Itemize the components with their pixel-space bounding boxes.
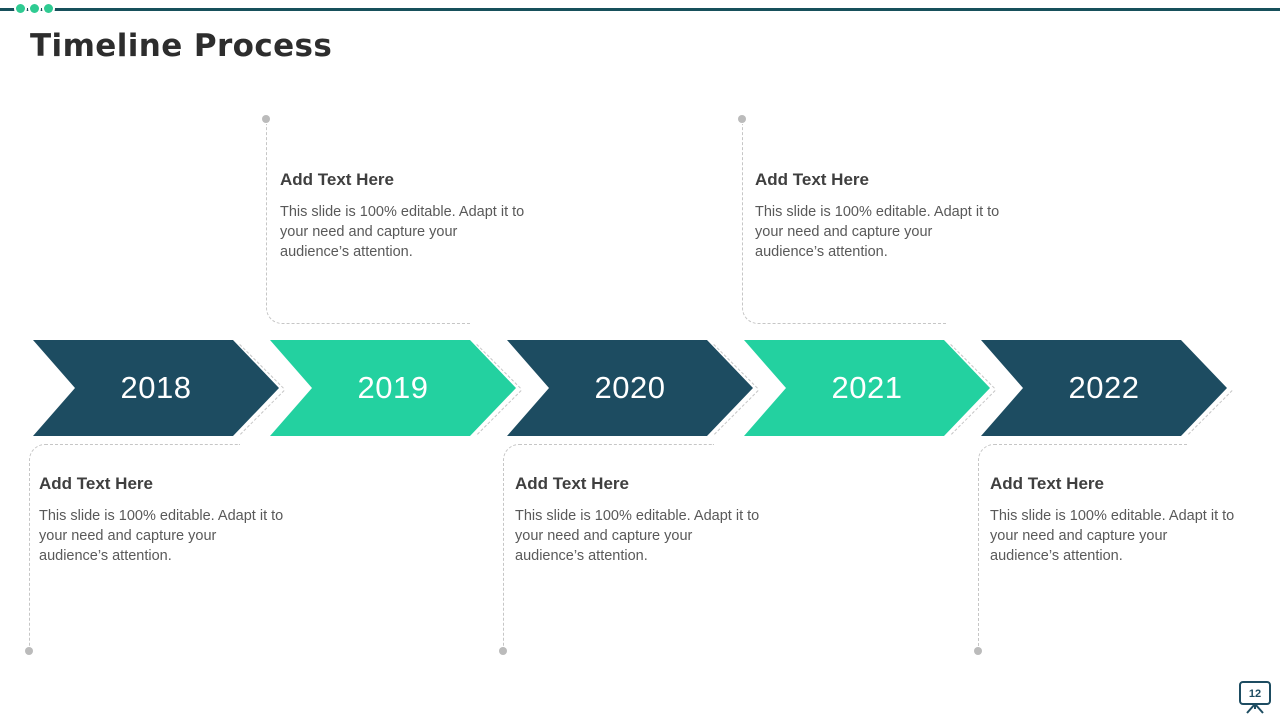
connector-dot bbox=[499, 647, 507, 655]
callout-heading: Add Text Here bbox=[990, 474, 1104, 493]
callout-text-bottom-2022: Add Text Here This slide is 100% editabl… bbox=[990, 474, 1252, 566]
callout-body-line: your need and capture your bbox=[515, 528, 693, 544]
callout-body-line: This slide is 100% editable. Adapt it to bbox=[990, 508, 1235, 524]
callout-text-bottom-2020: Add Text Here This slide is 100% editabl… bbox=[515, 474, 777, 566]
callout-frame-bottom-2018 bbox=[29, 444, 240, 649]
callout-frame-bottom-2020 bbox=[503, 444, 714, 649]
callout-frame-top-2021 bbox=[742, 124, 947, 324]
callout-text-top-2021: Add Text Here This slide is 100% editabl… bbox=[755, 170, 1017, 262]
timeline-arrow-2022: 2022 bbox=[981, 340, 1227, 436]
year-label: 2019 bbox=[357, 370, 429, 405]
connector-dot bbox=[738, 115, 746, 123]
callout-frame-top-2019 bbox=[266, 124, 471, 324]
timeline-arrow-2021: 2021 bbox=[744, 340, 990, 436]
top-accent-dot bbox=[44, 4, 53, 13]
callout-body-line: audience’s attention. bbox=[515, 548, 648, 564]
timeline-arrow-2018: 2018 bbox=[33, 340, 279, 436]
callout-body-line: your need and capture your bbox=[755, 224, 933, 240]
top-accent-dot bbox=[30, 4, 39, 13]
top-accent-dot bbox=[16, 4, 25, 13]
callout-body-line: This slide is 100% editable. Adapt it to bbox=[755, 204, 1000, 220]
callout-body-line: your need and capture your bbox=[990, 528, 1168, 544]
callout-heading: Add Text Here bbox=[39, 474, 153, 493]
callout-heading: Add Text Here bbox=[280, 170, 394, 189]
callout-text-bottom-2018: Add Text Here This slide is 100% editabl… bbox=[39, 474, 301, 566]
callout-body-line: your need and capture your bbox=[39, 528, 217, 544]
callout-body-line: audience’s attention. bbox=[39, 548, 172, 564]
callout-body-line: This slide is 100% editable. Adapt it to bbox=[515, 508, 760, 524]
connector-dot bbox=[262, 115, 270, 123]
top-accent-line bbox=[0, 8, 1280, 11]
year-label: 2020 bbox=[594, 370, 666, 405]
callout-body-line: your need and capture your bbox=[280, 224, 458, 240]
year-label: 2022 bbox=[1068, 370, 1140, 405]
callout-heading: Add Text Here bbox=[755, 170, 869, 189]
page-number: 12 bbox=[1249, 688, 1261, 700]
connector-dot bbox=[25, 647, 33, 655]
callout-body-line: audience’s attention. bbox=[280, 244, 413, 260]
timeline-arrow-2020: 2020 bbox=[507, 340, 753, 436]
year-label: 2021 bbox=[831, 370, 903, 405]
callout-body-line: audience’s attention. bbox=[990, 548, 1123, 564]
callout-body-line: This slide is 100% editable. Adapt it to bbox=[39, 508, 284, 524]
page-number-easel-icon: 12 bbox=[1239, 681, 1271, 714]
callout-heading: Add Text Here bbox=[515, 474, 629, 493]
connector-dot bbox=[974, 647, 982, 655]
callout-body-line: audience’s attention. bbox=[755, 244, 888, 260]
slide-title: Timeline Process bbox=[30, 28, 333, 64]
callout-body-line: This slide is 100% editable. Adapt it to bbox=[280, 204, 525, 220]
callout-text-top-2019: Add Text Here This slide is 100% editabl… bbox=[280, 170, 542, 262]
callout-frame-bottom-2022 bbox=[978, 444, 1187, 649]
timeline-arrow-2019: 2019 bbox=[270, 340, 516, 436]
year-label: 2018 bbox=[120, 370, 192, 405]
